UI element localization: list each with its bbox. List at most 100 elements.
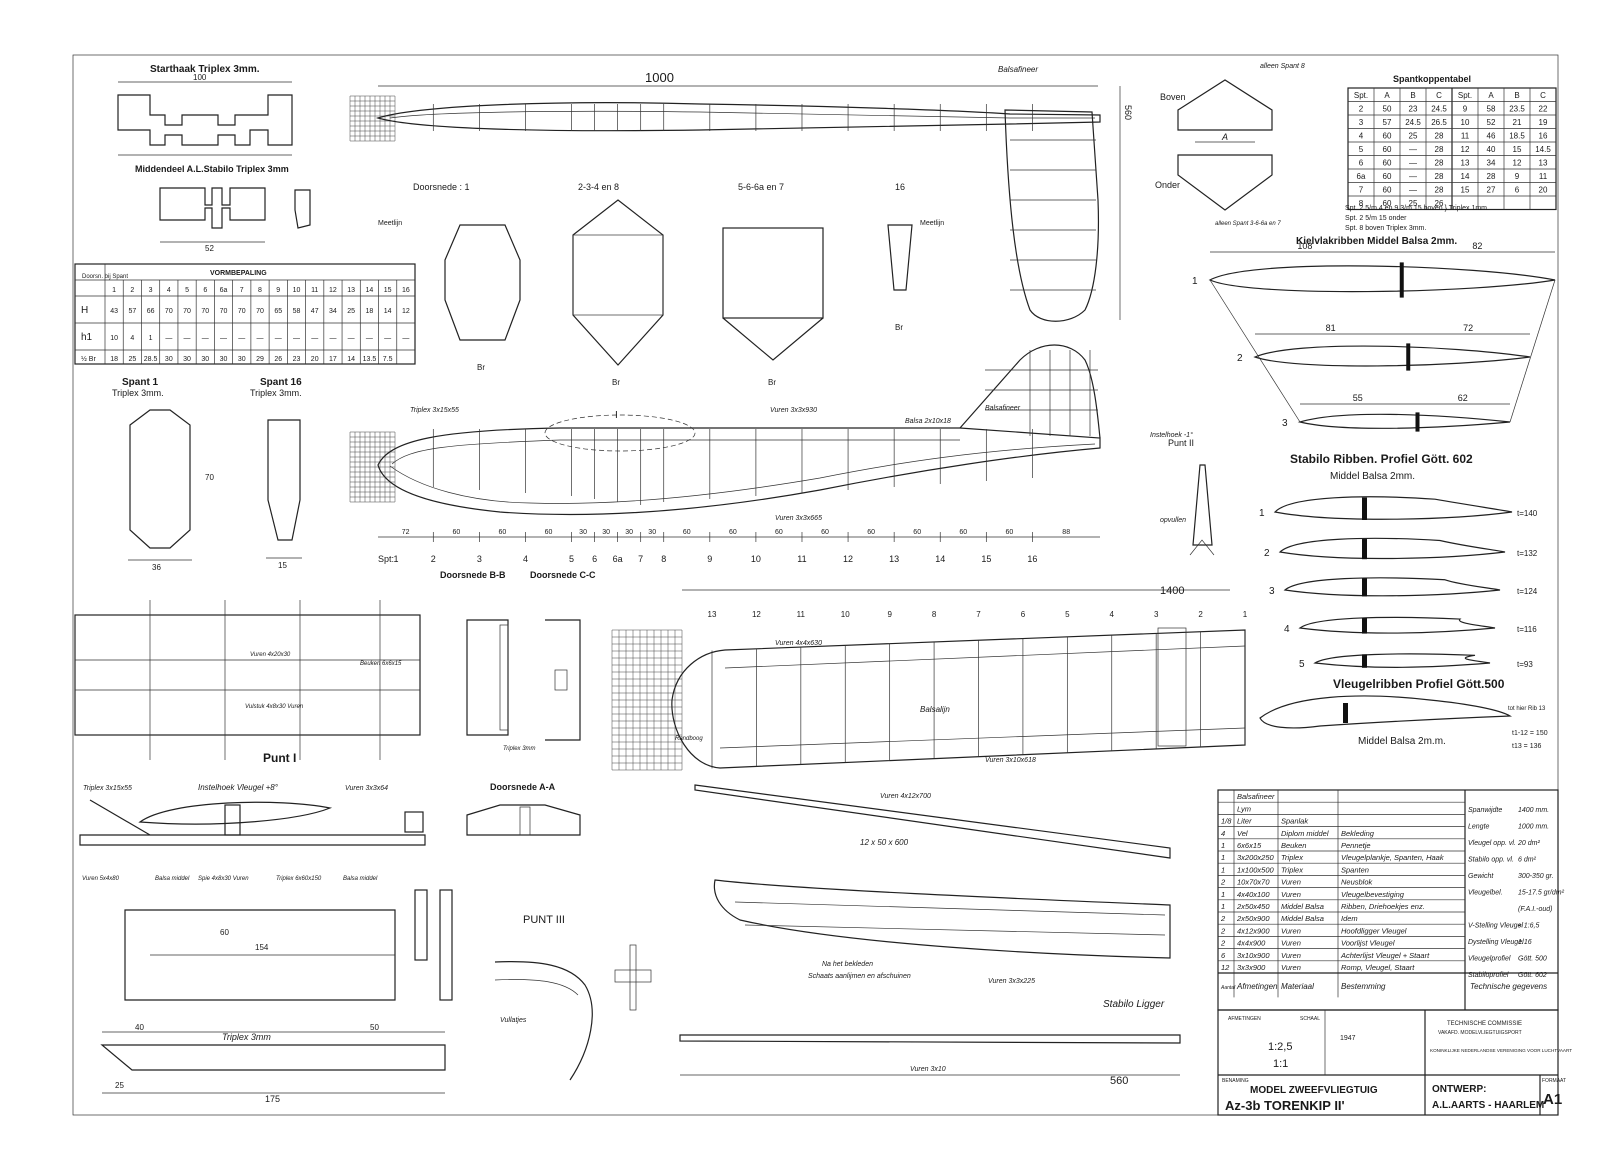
vuren-3x10-label: Vuren 3x10	[910, 1066, 946, 1073]
vorm-cell: 70	[165, 308, 173, 315]
vorm-cell: 28.5	[144, 356, 158, 363]
spantkop-cell: 24.5	[1405, 118, 1421, 127]
tech-value: Gött. 602	[1518, 972, 1547, 979]
parts-cell: Spanlak	[1281, 817, 1309, 826]
vorm-col-header: 2	[130, 287, 134, 294]
opvullen-label: opvullen	[1160, 517, 1186, 524]
kiel-rib-number: 3	[1282, 418, 1288, 429]
wing-rib-note-2: t1-12 = 150	[1512, 730, 1548, 737]
spantkop-cell: 25	[1409, 132, 1418, 141]
vorm-col-header: 14	[366, 287, 374, 294]
vorm-col-header: 7	[240, 287, 244, 294]
dim-50: 50	[370, 1023, 379, 1032]
dim-560: 560	[1123, 105, 1133, 120]
na-bekleden-label: Na het bekleden	[822, 961, 873, 968]
parts-cell: 2	[1220, 926, 1226, 935]
tech-title: Technische gegevens	[1470, 982, 1547, 991]
spantkop-header: A	[1384, 91, 1390, 100]
spantkop-header: C	[1540, 91, 1546, 100]
tech-value: 1400 mm.	[1518, 807, 1549, 814]
vorm-cell: 70	[220, 308, 228, 315]
spt-spacing: 60	[913, 529, 921, 536]
vorm-row-label: ½ Br	[81, 355, 96, 363]
parts-cell: Vleugelplankje, Spanten, Haak	[1341, 853, 1445, 862]
vleugelribben-material: Middel Balsa 2m.m.	[1358, 736, 1446, 747]
parts-cell: 3x200x250	[1237, 853, 1275, 862]
spar-dims-label: 12 x 50 x 600	[860, 838, 909, 847]
spantkop-cell: 28	[1487, 172, 1496, 181]
vorm-cell: 70	[238, 308, 246, 315]
spant-details: Spant 1 Triplex 3mm. 36 70 Spant 16 Trip…	[112, 377, 302, 572]
alleen-spant3-label: alleen Spant 3-6-6a en 7	[1215, 221, 1281, 227]
format-code: A1	[1543, 1091, 1562, 1108]
punt3-title: PUNT III	[523, 914, 565, 926]
spantkop-cell: 2	[1359, 105, 1364, 114]
spantkop-cell: 28	[1435, 145, 1444, 154]
parts-cell: 4x40x100	[1237, 890, 1270, 899]
svg-text:Br: Br	[477, 363, 485, 372]
kiel-rib-dim-b: 72	[1463, 323, 1473, 333]
parts-cell: 1	[1221, 865, 1225, 874]
vorm-row-label: H	[81, 305, 88, 316]
parts-cell: Vuren	[1281, 939, 1301, 948]
doorsnede-bb-title: Doorsnede B-B	[440, 570, 506, 580]
spt-spacing: 60	[545, 529, 553, 536]
vorm-cell: 70	[256, 308, 264, 315]
spantkop-cell: 15	[1513, 145, 1522, 154]
spantkop-cell: 52	[1487, 118, 1496, 127]
svg-text:A: A	[1221, 132, 1228, 142]
vorm-cell: 70	[201, 308, 209, 315]
vereniging: KONINKLIJKE NEDERLANDSE VERENIGING VOOR …	[1430, 1048, 1572, 1053]
spant16-title: Spant 16	[260, 377, 302, 388]
parts-cell: Liter	[1237, 817, 1252, 826]
vorm-cell: 29	[256, 356, 264, 363]
ontwerp-name: A.L.AARTS - HAARLEM	[1432, 1100, 1544, 1111]
tech-label: Vleugel opp. vl.	[1468, 840, 1516, 847]
parts-cell: 2x50x900	[1236, 914, 1270, 923]
instelhoek-side-label: Instelhoek -1°	[1150, 431, 1193, 439]
doorsnede-16-title: 16	[895, 182, 905, 192]
spantkop-cell: 13	[1461, 159, 1470, 168]
triplex-fuse-label: Triplex 3x15x55	[83, 785, 132, 792]
spantkop-cell: 46	[1487, 132, 1496, 141]
doorsnede-title: Doorsnede : 1	[413, 182, 470, 192]
spantkop-note: Spt. 8 boven Triplex 3mm.	[1345, 225, 1426, 232]
vuren-3x3x930-label: Vuren 3x3x930	[770, 407, 817, 414]
boven-label: Boven	[1160, 92, 1186, 102]
vorm-cell: 43	[110, 308, 118, 315]
spt-spacing: 60	[1005, 529, 1013, 536]
vorm-cell: 12	[402, 308, 410, 315]
spantkop-cell: 57	[1383, 118, 1392, 127]
section-aa: Doorsnede A-A	[466, 782, 581, 836]
kiel-rib-profile	[1297, 413, 1511, 429]
kiel-rib-number: 2	[1237, 353, 1243, 364]
tech-label: Stabilo opp. vl.	[1468, 857, 1514, 864]
spantkop-cell: 19	[1539, 118, 1548, 127]
vorm-cell: 18	[366, 308, 374, 315]
tech-value: 300-350 gr.	[1518, 873, 1554, 880]
vorm-cell: 66	[147, 308, 155, 315]
vorm-col-header: 15	[384, 287, 392, 294]
spant-heads-detail: Boven Onder A alleen Spant 8 alleen Span…	[1155, 63, 1305, 227]
dim-52: 52	[205, 244, 214, 253]
vorm-cell: —	[384, 335, 391, 342]
wing-rib-number: 2	[1198, 610, 1203, 619]
parts-cell: Vuren	[1281, 890, 1301, 899]
spantkop-cell: 28	[1435, 186, 1444, 195]
triplex3-title: Triplex 3mm	[222, 1032, 271, 1042]
parts-cell: 1x100x500	[1237, 865, 1275, 874]
spantkop-header: Spt.	[1458, 91, 1472, 100]
parts-cell: Vuren	[1281, 878, 1301, 887]
wing-rib-note-3: t13 = 136	[1512, 743, 1541, 750]
vorm-cell: 20	[311, 356, 319, 363]
spt-label: 16	[1027, 554, 1037, 564]
vorm-cell: —	[202, 335, 209, 342]
wing-rib-number: 1	[1243, 610, 1248, 619]
spt-label: 6a	[613, 554, 623, 564]
spt-spacing: 88	[1062, 529, 1070, 536]
dim-40: 40	[135, 1023, 144, 1032]
afmetingen-heading: AFMETINGEN	[1228, 1016, 1261, 1022]
vuren-3x10x618-label: Vuren 3x10x618	[985, 757, 1036, 764]
spantkop-cell: 7	[1359, 186, 1364, 195]
